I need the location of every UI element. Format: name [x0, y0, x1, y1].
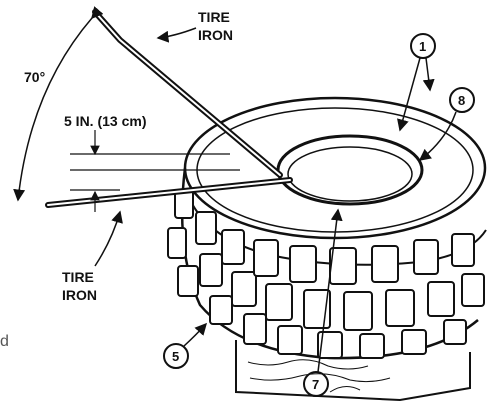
distance-label: 5 IN. (13 cm)	[64, 113, 146, 129]
edge-text-fragment: d	[0, 333, 9, 350]
angle-indicator	[13, 6, 104, 202]
svg-text:1: 1	[419, 39, 426, 54]
callout-5: 5	[163, 322, 208, 369]
wood-block	[235, 340, 471, 402]
tire	[167, 96, 487, 360]
svg-text:5: 5	[172, 349, 179, 364]
callout-1: 1	[397, 33, 436, 132]
callout-8: 8	[418, 87, 475, 161]
angle-label: 70°	[24, 69, 45, 85]
svg-text:7: 7	[312, 377, 319, 392]
tire-iron-upper	[92, 9, 283, 178]
tire-iron-lower	[45, 177, 293, 208]
svg-text:8: 8	[458, 93, 465, 108]
tire-iron-top-label-line2: IRON	[198, 27, 233, 43]
tire-iron-bottom-label-line2: IRON	[62, 287, 97, 303]
distance-indicator	[70, 130, 240, 212]
tire-iron-bottom-label-line1: TIRE	[62, 269, 94, 285]
tread-pattern	[167, 189, 485, 359]
callout-7: 7	[303, 208, 343, 397]
tire-iron-top-label-line1: TIRE	[198, 9, 230, 25]
